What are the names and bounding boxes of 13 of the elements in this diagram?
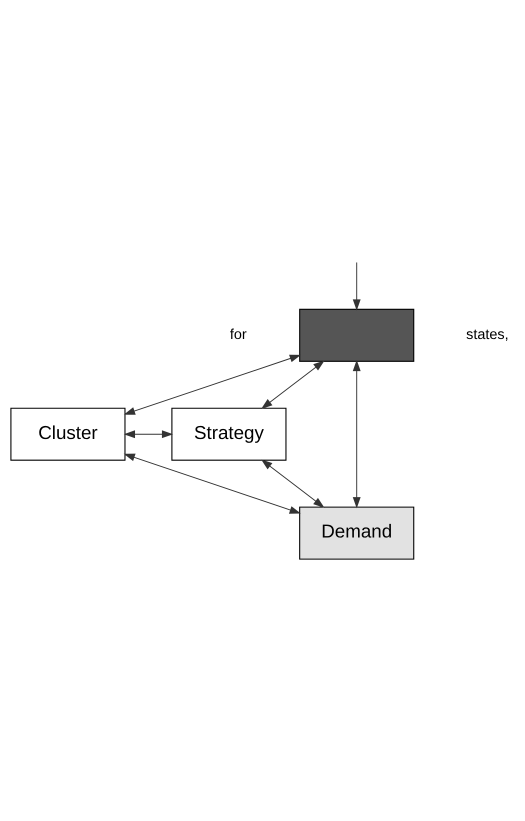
node-box: Demand: [299, 506, 414, 560]
node-box: Cluster: [10, 408, 126, 461]
arrow: [261, 459, 325, 508]
arrow: [352, 262, 361, 311]
arrow: [261, 360, 325, 409]
label: states,: [466, 326, 509, 343]
arrow: [352, 360, 361, 508]
node-box: Strategy: [171, 408, 286, 461]
arrow: [124, 454, 301, 514]
arrow: [124, 354, 301, 415]
label: for: [230, 326, 247, 343]
node-box: [299, 308, 414, 362]
arrow: [124, 430, 174, 438]
